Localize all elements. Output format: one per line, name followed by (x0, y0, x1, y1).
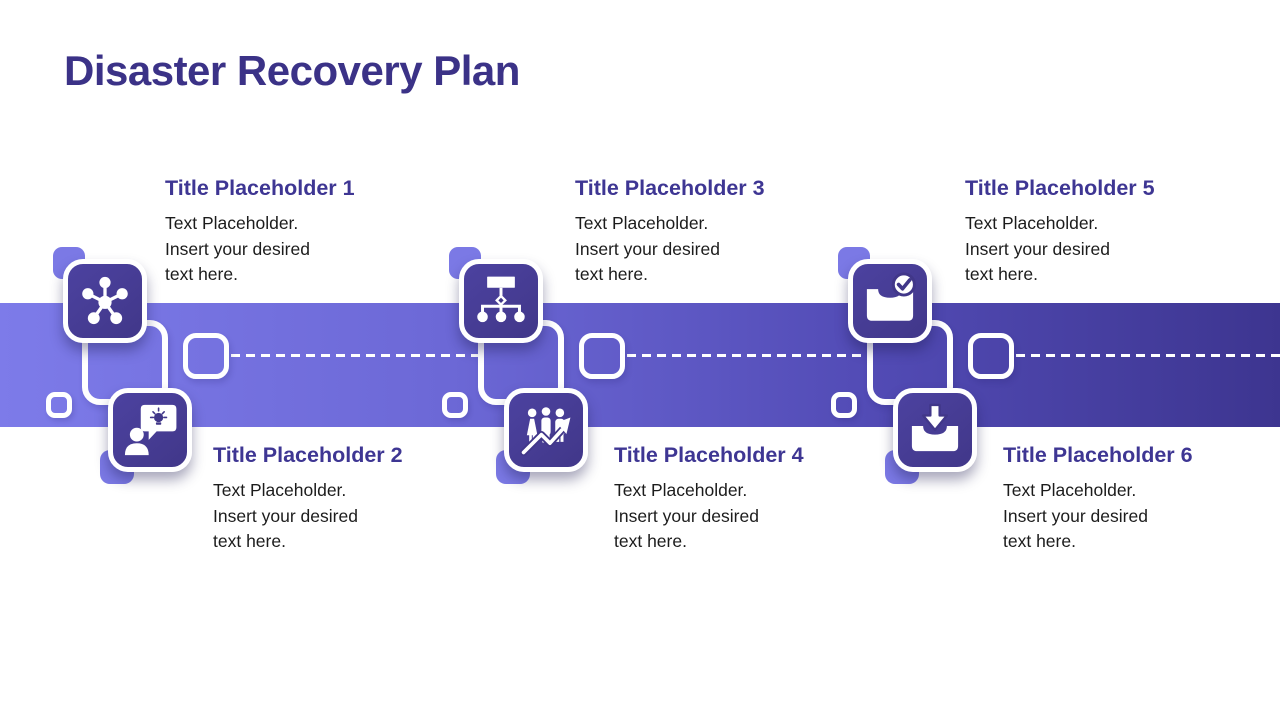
icon-tile-2 (108, 388, 192, 472)
item-title: Title Placeholder 4 (614, 443, 804, 467)
item-1-text-block: Title Placeholder 1 Text Placeholder. In… (165, 176, 375, 288)
timeline-dashed-line (231, 354, 478, 357)
item-body-line: text here. (1003, 531, 1076, 551)
item-body-line: text here. (575, 264, 648, 284)
inbox-approved-icon (866, 272, 916, 321)
small-outline-square (831, 392, 857, 418)
item-body-line: Insert your desired (965, 238, 1110, 259)
item-title: Title Placeholder 6 (1003, 443, 1193, 467)
item-3-text-block: Title Placeholder 3 Text Placeholder. In… (575, 176, 785, 288)
idea-discussion-icon (124, 404, 177, 456)
item-body-line: text here. (213, 531, 286, 551)
item-title: Title Placeholder 5 (965, 176, 1155, 200)
icon-tile-4 (504, 388, 588, 472)
item-title: Title Placeholder 2 (213, 443, 403, 467)
icon-tile-1 (63, 259, 147, 343)
item-title: Title Placeholder 3 (575, 176, 765, 200)
org-chart-icon (477, 276, 525, 323)
item-body-line: Text Placeholder. (213, 480, 347, 500)
slide-title: Disaster Recovery Plan (64, 47, 520, 94)
small-outline-square (46, 392, 72, 418)
item-body-line: Text Placeholder. (1003, 480, 1137, 500)
item-6-text-block: Title Placeholder 6 Text Placeholder. In… (1003, 443, 1213, 555)
medium-outline-square (968, 333, 1014, 379)
item-body-line: text here. (965, 264, 1038, 284)
medium-outline-square (579, 333, 625, 379)
icon-tile-6 (893, 388, 977, 472)
timeline-dashed-line (1016, 354, 1280, 357)
timeline-dashed-line (627, 354, 867, 357)
item-body-line: Insert your desired (614, 505, 759, 526)
item-body-line: Insert your desired (1003, 505, 1148, 526)
item-body-line: Text Placeholder. (965, 213, 1099, 233)
icon-tile-5 (848, 259, 932, 343)
network-hub-icon (82, 276, 128, 325)
team-growth-icon (519, 407, 571, 457)
item-4-text-block: Title Placeholder 4 Text Placeholder. In… (614, 443, 824, 555)
small-outline-square (442, 392, 468, 418)
item-2-text-block: Title Placeholder 2 Text Placeholder. In… (213, 443, 423, 555)
item-body-line: text here. (165, 264, 238, 284)
medium-outline-square (183, 333, 229, 379)
item-body-line: Text Placeholder. (165, 213, 299, 233)
item-title: Title Placeholder 1 (165, 176, 355, 200)
item-5-text-block: Title Placeholder 5 Text Placeholder. In… (965, 176, 1175, 288)
item-body-line: Insert your desired (165, 238, 310, 259)
item-body-line: Text Placeholder. (575, 213, 709, 233)
icon-tile-3 (459, 259, 543, 343)
item-body-line: text here. (614, 531, 687, 551)
item-body-line: Text Placeholder. (614, 480, 748, 500)
item-body-line: Insert your desired (575, 238, 720, 259)
item-body-line: Insert your desired (213, 505, 358, 526)
inbox-download-icon (911, 403, 959, 452)
timeline-band (0, 303, 1280, 427)
